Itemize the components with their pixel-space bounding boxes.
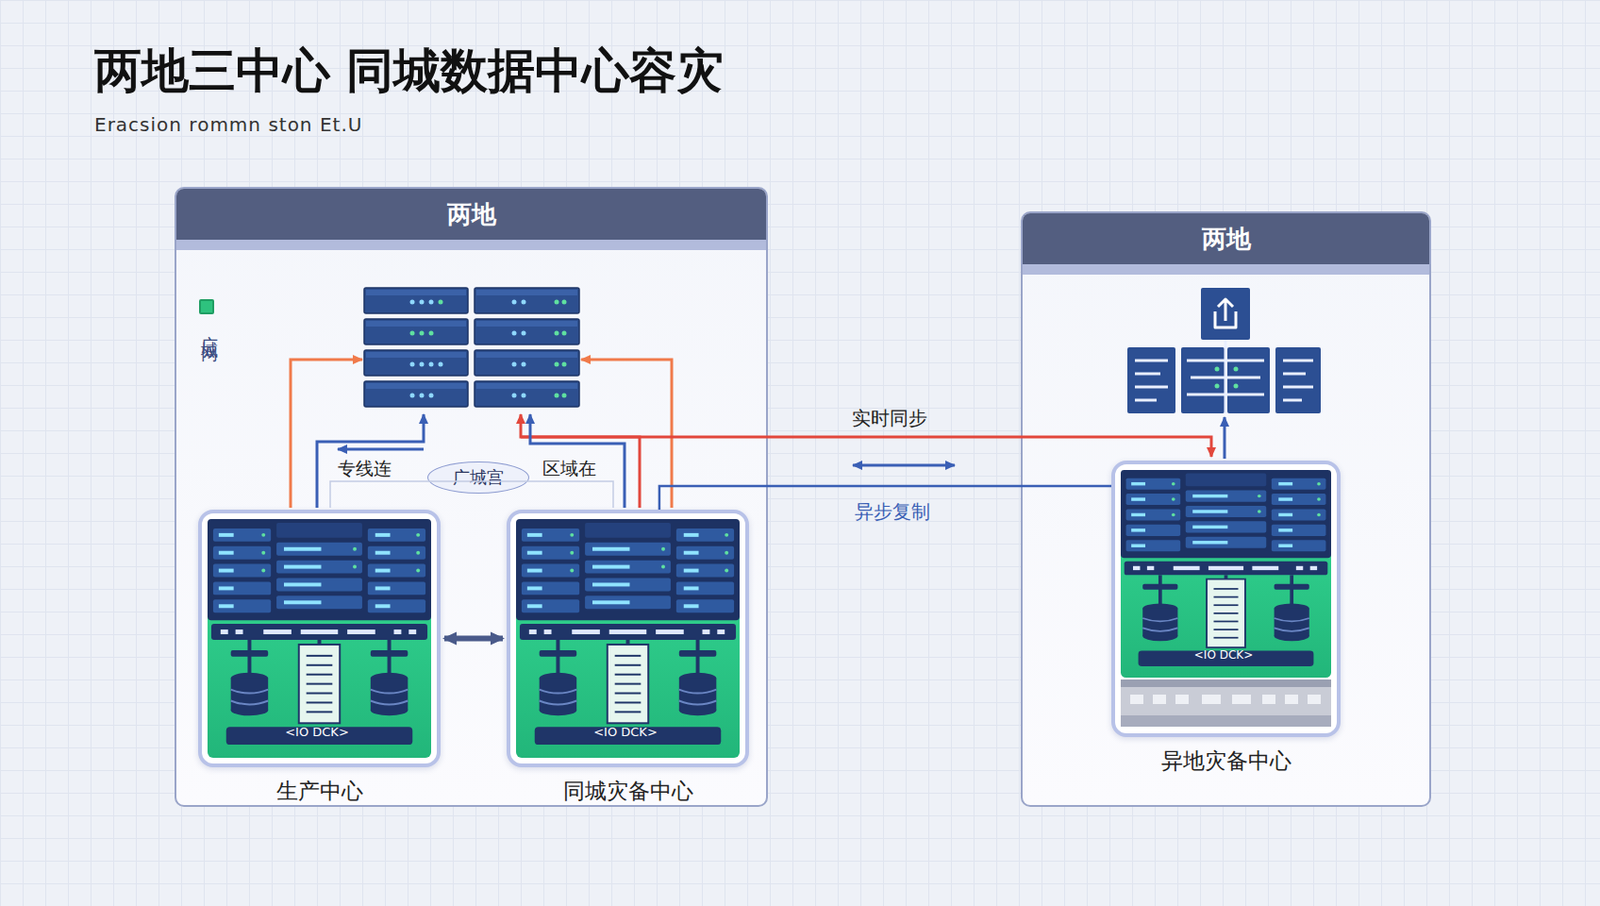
- illustration: [207, 518, 432, 758]
- center-name: 异地灾备中心: [1077, 746, 1375, 776]
- data-center: 异地灾备中心: [1111, 460, 1341, 737]
- oval-text: 广城宫: [452, 466, 504, 489]
- panel-header: 两地: [176, 188, 767, 240]
- diagram-title: 两地三中心 同城数据中心容灾: [94, 39, 724, 103]
- panel-title: 两地: [1201, 222, 1251, 256]
- remote-server-icon: [1127, 287, 1321, 414]
- sync-label: 实时同步: [851, 405, 928, 432]
- data-center: 生产中心: [198, 509, 441, 767]
- center-name: 同城灾备中心: [472, 776, 784, 806]
- header-stripe: [176, 239, 767, 250]
- network-oval: 广城宫: [427, 461, 530, 494]
- site-panel: 两地异地灾备中心: [1020, 211, 1432, 807]
- edge-label: 异步复制: [854, 499, 931, 525]
- panel-header: 两地: [1022, 213, 1430, 265]
- center-name: 生产中心: [164, 776, 475, 806]
- illustration: [1120, 469, 1332, 678]
- connector: [659, 485, 1112, 510]
- illustration: [1120, 679, 1332, 727]
- illustration: [516, 518, 740, 758]
- server-stack: [364, 287, 580, 407]
- subtitle: Eracsion rommn ston Et.U: [94, 113, 363, 136]
- panel-title: 两地: [447, 198, 497, 232]
- connector: [444, 635, 503, 642]
- wires: [290, 359, 1225, 508]
- data-center: 同城灾备中心: [506, 509, 750, 767]
- site-panel: 两地广城宫生产中心同城灾备中心: [174, 186, 768, 807]
- header-stripe: [1022, 264, 1430, 275]
